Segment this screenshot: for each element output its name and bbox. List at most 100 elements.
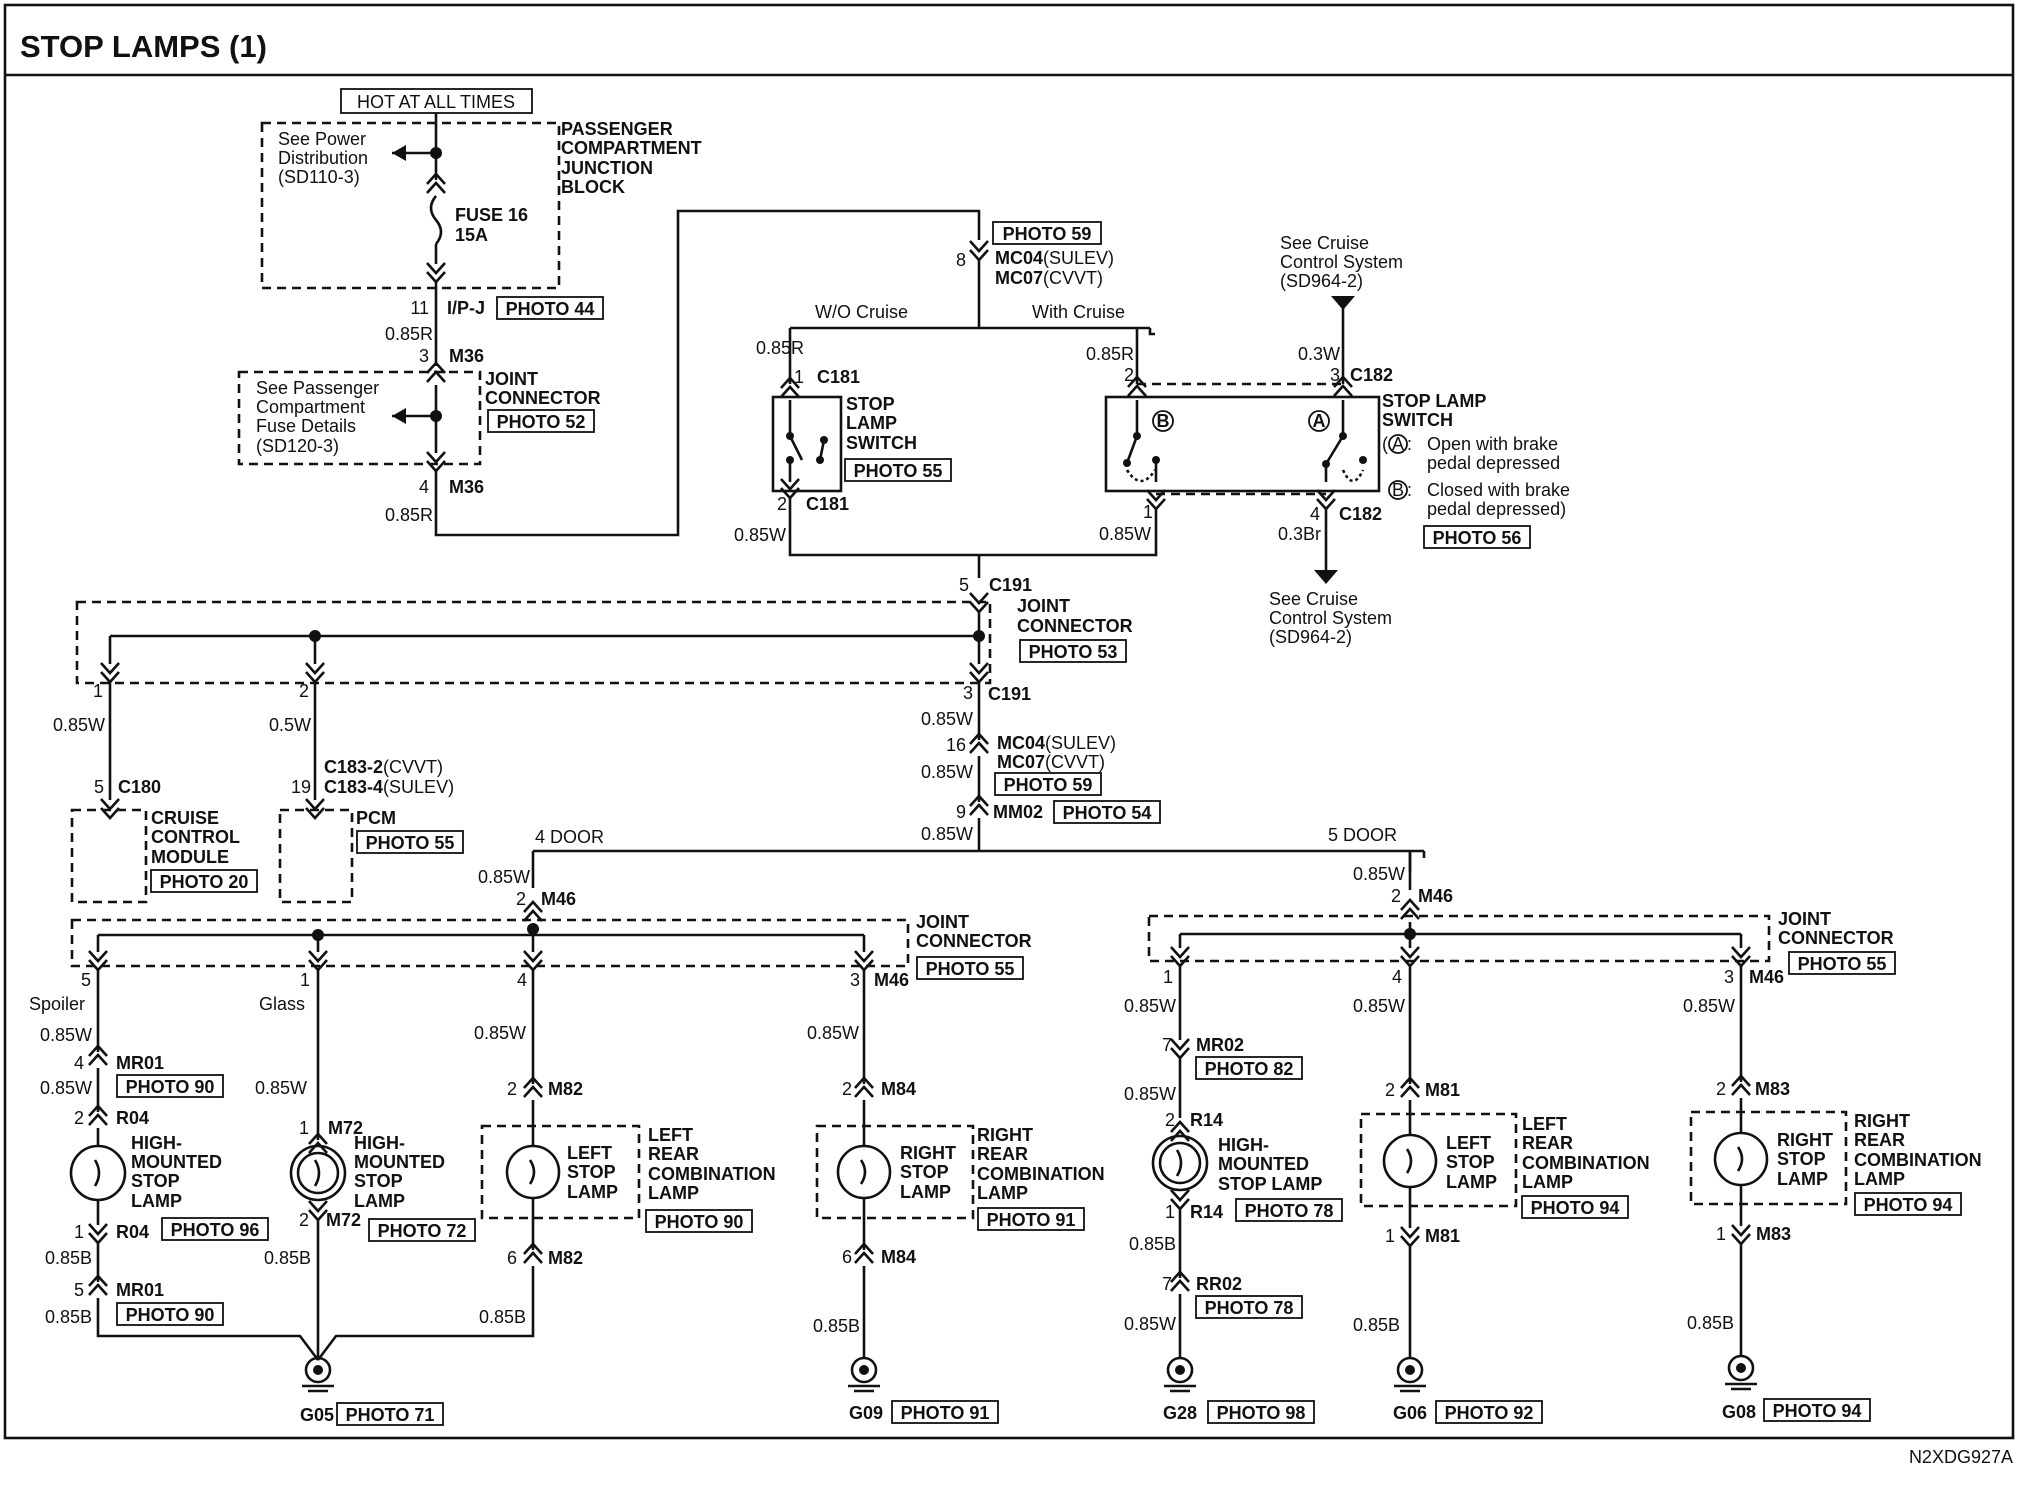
svg-text:COMPARTMENT: COMPARTMENT [561,138,702,158]
d4b1-w3: 0.85B [45,1248,92,1268]
door5-jc-photo: PHOTO 55 [1798,954,1887,974]
svg-text:15A: 15A [455,225,488,245]
d5b1-w4: 0.85W [1124,1314,1176,1334]
d5b1-w1: 0.85W [1124,996,1176,1016]
pcm-photo: PHOTO 55 [366,833,455,853]
svg-text:LAMP: LAMP [648,1183,699,1203]
door4-pin-5: 5 [81,970,91,990]
switch2-right-wire: 0.3W [1298,344,1340,364]
switch2-bottom-left-pin: 1 [1143,502,1153,522]
svg-text:LAMP: LAMP [354,1191,405,1211]
d5b3-name-a: M83 [1755,1079,1790,1099]
svg-text:Compartment: Compartment [256,397,365,417]
svg-text:STOP: STOP [900,1162,949,1182]
mc-mid-pin: 16 [946,735,966,755]
svg-text:LAMP: LAMP [1777,1169,1828,1189]
ground-g08 [1723,1354,1759,1391]
d4b4-label: RIGHT REAR COMBINATION LAMP [977,1125,1105,1203]
svg-text::: : [1407,480,1412,500]
svg-text:Fuse Details: Fuse Details [256,416,356,436]
svg-text:LAMP: LAMP [900,1182,951,1202]
svg-text:LEFT: LEFT [567,1143,612,1163]
door4-label: 4 DOOR [535,827,604,847]
svg-text:See Power: See Power [278,129,366,149]
d5b3-photo: PHOTO 94 [1864,1195,1953,1215]
mc-mid-photo: PHOTO 59 [1004,775,1093,795]
d4-left-rear-combo-box [480,1124,641,1220]
d5b1-photo-d: PHOTO 78 [1205,1298,1294,1318]
d5b3-name-b: M83 [1756,1224,1791,1244]
d5b2-pin-a: 2 [1385,1080,1395,1100]
d5b2-photo: PHOTO 94 [1531,1198,1620,1218]
fuse-16-symbol [429,195,443,245]
see-power-distribution-note: See Power Distribution (SD110-3) [278,129,368,187]
svg-text:STOP: STOP [354,1171,403,1191]
svg-text:FUSE 16: FUSE 16 [455,205,528,225]
d5-right-rear-combo-box [1689,1110,1848,1206]
diagram-title: STOP LAMPS (1) [20,29,267,64]
svg-text:LEFT: LEFT [1522,1114,1567,1134]
svg-text:RIGHT: RIGHT [900,1143,956,1163]
ground-g08-photo: PHOTO 94 [1773,1401,1862,1421]
svg-text:(SD964-2): (SD964-2) [1269,627,1352,647]
cruise-module-connector: C180 [118,777,161,797]
mc-top-photo: PHOTO 59 [1003,224,1092,244]
d4b4-pin-b: 6 [842,1247,852,1267]
d4b3-name-b: M82 [548,1248,583,1268]
c191-pin-1: 1 [93,681,103,701]
switch2-top-connector: C182 [1350,365,1393,385]
ground-g09-name: G09 [849,1403,883,1423]
svg-text:SWITCH: SWITCH [846,433,917,453]
c191-photo: PHOTO 53 [1029,642,1118,662]
pcm-label: PCM [356,808,396,828]
mc-top-mc07: MC07(CVVT) [995,268,1103,288]
d4b2-w2: 0.85B [264,1248,311,1268]
d5b1-pin-a: 7 [1162,1035,1172,1055]
door5-label: 5 DOOR [1328,825,1397,845]
door4-jc-photo: PHOTO 55 [926,959,1015,979]
d4b1-label: HIGH- MOUNTED STOP LAMP [131,1133,222,1211]
d4b4-name-a: M84 [881,1079,916,1099]
d5b1-label: HIGH- MOUNTED STOP LAMP [1218,1135,1322,1194]
svg-text:STOP: STOP [846,394,895,414]
switch1-top-pin: 1 [794,367,804,387]
switch2-note-b-line2: pedal depressed) [1427,499,1566,519]
ground-g28-photo: PHOTO 98 [1217,1403,1306,1423]
d5b2-name-a: M81 [1425,1080,1460,1100]
m36-bottom-name: M36 [449,477,484,497]
svg-text:SWITCH: SWITCH [1382,410,1453,430]
switch1-top-connector: C181 [817,367,860,387]
diagram-code: N2XDG927A [1909,1447,2013,1467]
svg-text:CONNECTOR: CONNECTOR [1778,928,1894,948]
ipj-pin: 11 [410,298,429,318]
svg-text:Distribution: Distribution [278,148,368,168]
door5-top-wire: 0.85W [1353,864,1405,884]
d4b4-w1: 0.85W [807,1023,859,1043]
svg-text:(SD110-3): (SD110-3) [278,167,360,187]
switch2-left-pin: 2 [1124,365,1134,385]
switch1-bottom-wire: 0.85W [734,525,786,545]
d4b2-photo: PHOTO 72 [378,1221,467,1241]
d5b1-name-b: R14 [1190,1110,1223,1130]
svg-text:CONTROL: CONTROL [151,827,240,847]
d4b3-pin-a: 2 [507,1079,517,1099]
d4b3-w1: 0.85W [474,1023,526,1043]
d4b3-pin-b: 6 [507,1248,517,1268]
svg-text:JOINT: JOINT [1017,596,1070,616]
d4b1-pin-a: 4 [74,1053,84,1073]
d4b1-w4: 0.85B [45,1307,92,1327]
switch1-photo: PHOTO 55 [854,461,943,481]
joint-connector-m36-box [237,370,482,466]
svg-text:LAMP: LAMP [1446,1172,1497,1192]
d5b2-w2: 0.85B [1353,1315,1400,1335]
d4b1-photo-a: PHOTO 90 [126,1077,215,1097]
ground-g05 [300,1356,336,1393]
svg-text:LAMP: LAMP [567,1182,618,1202]
svg-text:REAR: REAR [977,1144,1028,1164]
mm02-wire: 0.85W [921,824,973,844]
d4b1-name-a: MR01 [116,1053,164,1073]
switch2-left-wire: 0.85R [1086,344,1134,364]
ground-g06-photo: PHOTO 92 [1445,1403,1534,1423]
svg-text:LEFT: LEFT [1446,1133,1491,1153]
svg-text:STOP: STOP [1446,1152,1495,1172]
